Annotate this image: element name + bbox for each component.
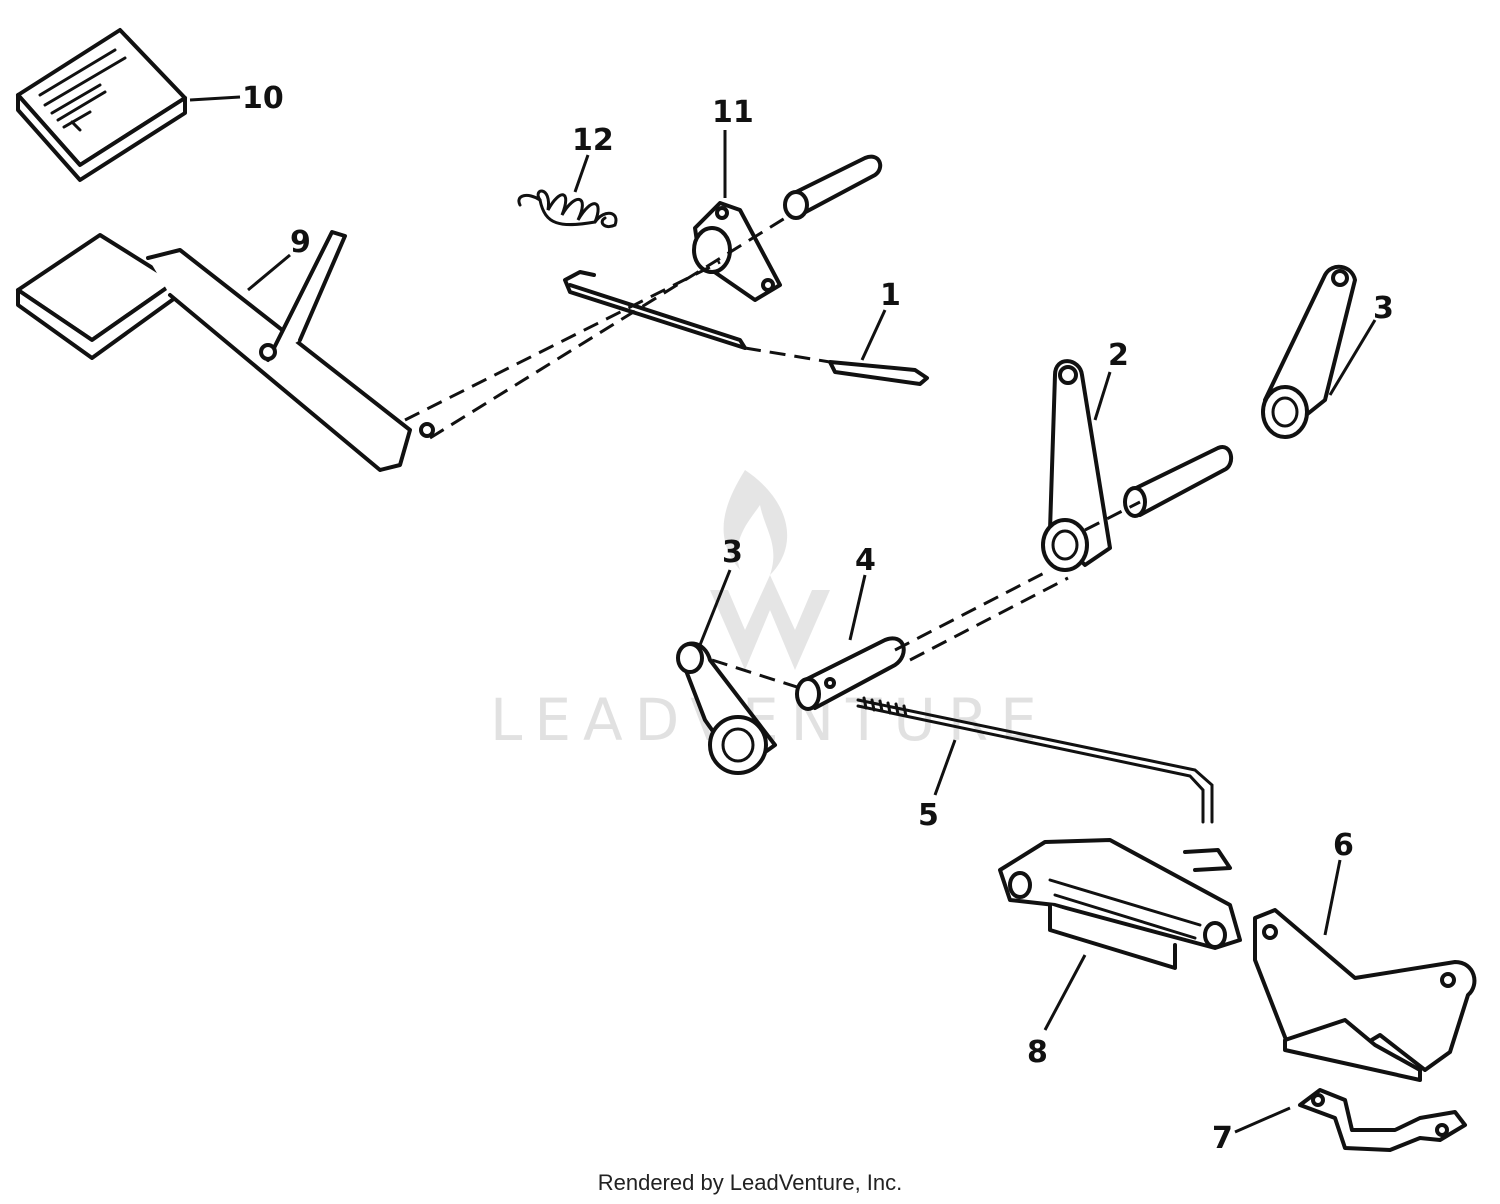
callout-7: 7 <box>1212 1121 1233 1156</box>
callout-4: 4 <box>855 543 876 578</box>
callout-10: 10 <box>242 81 284 116</box>
part-1-rod <box>563 270 929 386</box>
callout-1: 1 <box>880 278 901 313</box>
part-9-pedal-lever <box>16 230 435 472</box>
part-12-spring <box>517 189 618 229</box>
callout-2: 2 <box>1108 338 1129 373</box>
part-8-clamp <box>998 838 1242 970</box>
callout-12: 12 <box>572 123 614 158</box>
callout-3-upper: 3 <box>1373 291 1394 326</box>
callout-8: 8 <box>1027 1035 1048 1070</box>
part-3-arm-upper <box>1261 264 1357 439</box>
part-5-threaded-rod <box>856 696 1214 824</box>
leader-lines <box>189 95 1377 1134</box>
callout-11: 11 <box>712 95 754 130</box>
part-7-strap <box>1298 1088 1467 1152</box>
footer-credit: Rendered by LeadVenture, Inc. <box>597 1170 903 1195</box>
part-4-pin <box>795 636 906 711</box>
part-11-bracket <box>692 154 883 302</box>
part-10-decal <box>16 28 187 182</box>
part-6-bracket <box>1253 908 1477 1082</box>
callout-9: 9 <box>290 225 311 260</box>
callout-6: 6 <box>1333 828 1354 863</box>
callout-3-lower: 3 <box>722 535 743 570</box>
watermark-logo <box>710 470 830 670</box>
part-3-arm-lower <box>676 641 777 775</box>
part-2-arm <box>1041 359 1234 572</box>
callouts: 10 11 12 9 1 2 3 3 4 5 6 8 7 <box>242 81 1394 1156</box>
callout-5: 5 <box>918 798 939 833</box>
alignment-lines <box>404 213 1141 690</box>
